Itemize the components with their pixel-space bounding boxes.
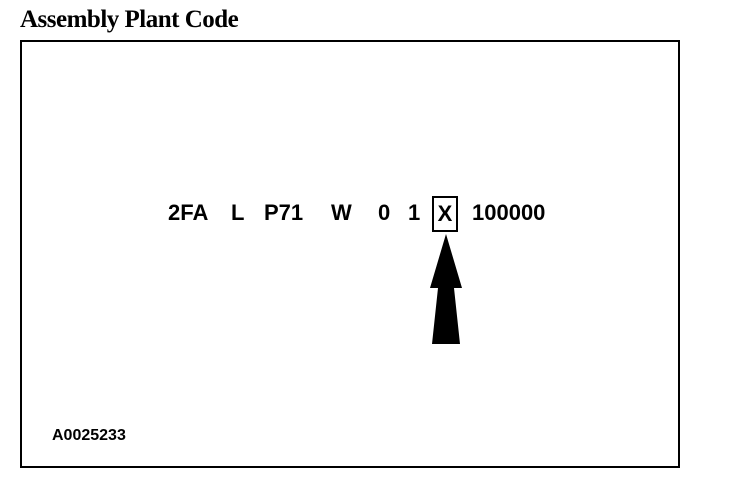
- assembly-plant-code: X: [437, 201, 453, 226]
- figure-reference-id: A0025233: [52, 427, 126, 444]
- vin-segment-check-digit: 0: [378, 200, 391, 225]
- vin-segment-restraint: L: [231, 200, 245, 225]
- pointer-arrow-icon: [430, 234, 462, 344]
- vin-segment-model-year: 1: [408, 200, 421, 225]
- vin-segment-manufacturer: 2FA: [168, 200, 209, 225]
- diagram-frame: 2FA L P71 W 0 1 X 100000 A0025233: [20, 40, 680, 468]
- assembly-plant-code-box: X: [432, 196, 458, 232]
- vin-segment-model: P71: [264, 200, 304, 225]
- diagram-title: Assembly Plant Code: [20, 6, 239, 33]
- vin-serial-number: 100000: [472, 200, 546, 225]
- vin-segment-engine: W: [331, 200, 352, 225]
